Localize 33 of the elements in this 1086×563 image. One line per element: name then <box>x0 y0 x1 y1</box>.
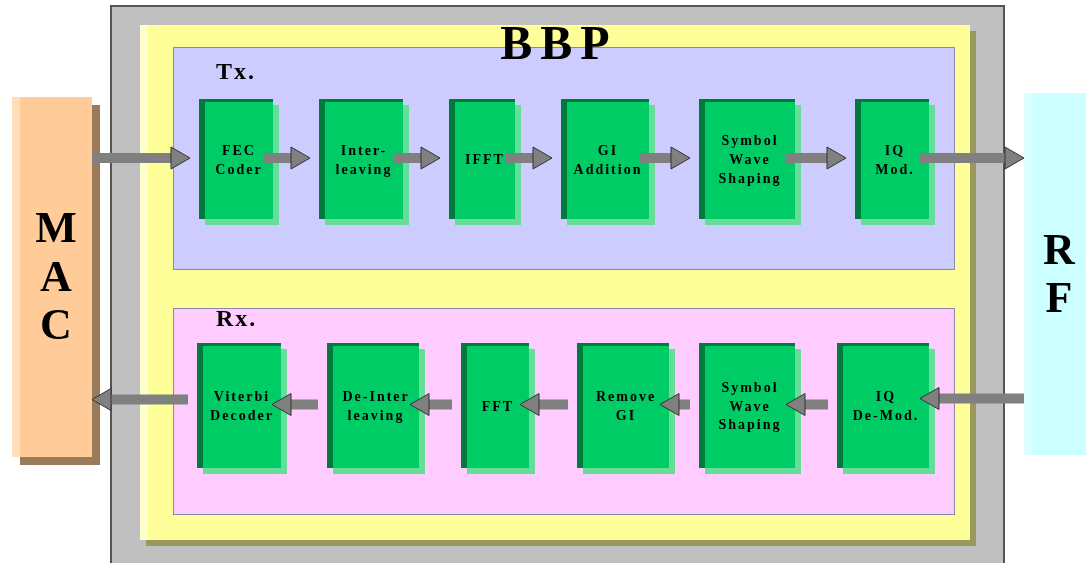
block-label: Inter- leaving <box>335 141 393 179</box>
block-label: GI Addition <box>573 141 643 179</box>
flow-arrow <box>264 146 311 170</box>
block-label: Viterbi Decoder <box>210 388 274 425</box>
flow-arrow <box>659 393 690 416</box>
block-label: Symbol Wave Shaping <box>718 378 782 435</box>
block-label: RF <box>1042 225 1077 323</box>
flow-arrow <box>786 146 847 170</box>
block-label: FFT <box>481 397 515 416</box>
block-label: De-Inter leaving <box>342 388 410 425</box>
flow-arrow <box>919 387 1024 410</box>
block-label: Remove GI <box>595 388 657 425</box>
block-label: IQ De-Mod. <box>852 388 920 425</box>
block-box <box>1024 93 1086 455</box>
flow-arrow <box>920 146 1025 170</box>
frame-title: BBP <box>499 15 619 70</box>
flow-arrow <box>519 393 568 416</box>
panel-title: Tx. <box>216 58 256 85</box>
flow-arrow <box>92 146 191 170</box>
flow-arrow <box>785 393 828 416</box>
flow-arrow <box>91 388 188 411</box>
block-label: IQ Mod. <box>875 141 915 179</box>
flow-arrow <box>394 146 441 170</box>
flow-arrow <box>271 393 318 416</box>
panel-title: Rx. <box>216 305 258 332</box>
block-label: FEC Coder <box>215 141 263 179</box>
block-label: MAC <box>34 204 78 350</box>
flow-arrow <box>640 146 691 170</box>
section-panel <box>173 308 955 515</box>
block-label: IFFT <box>465 151 505 170</box>
block-label: Symbol Wave Shaping <box>718 132 782 188</box>
flow-arrow <box>409 393 452 416</box>
flow-arrow <box>506 146 553 170</box>
